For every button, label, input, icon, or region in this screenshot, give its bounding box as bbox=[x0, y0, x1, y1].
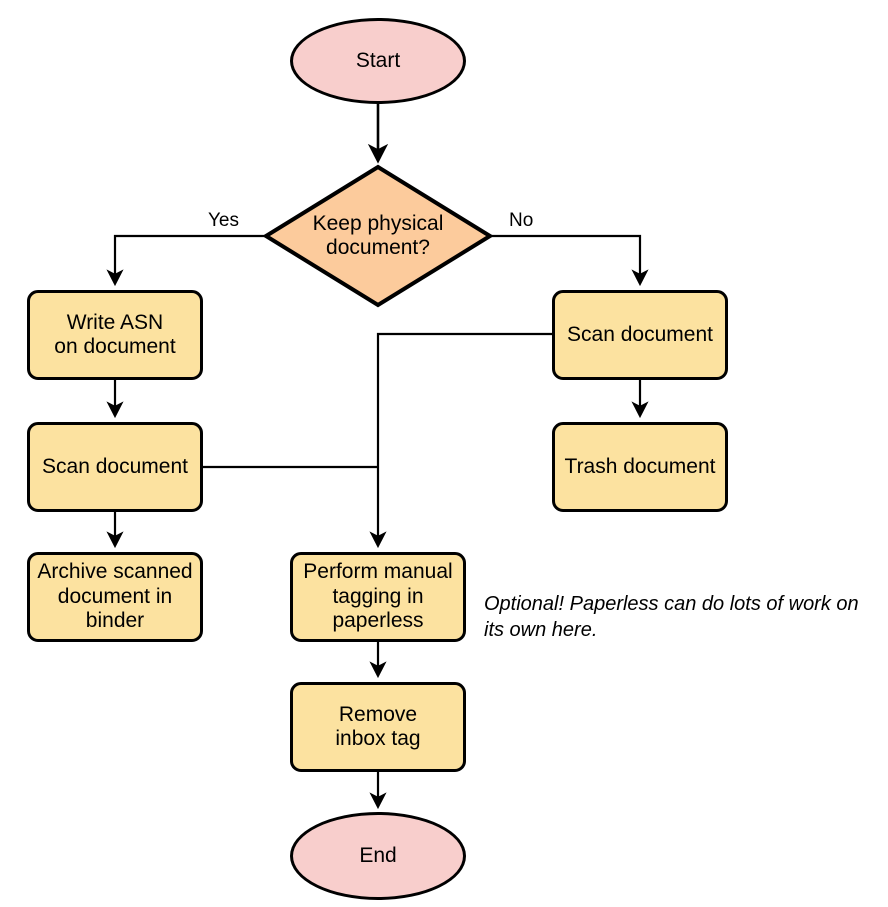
node-archive-label: Archive scanned document in binder bbox=[37, 560, 193, 633]
edge-decision-yes-to-write-asn bbox=[106, 234, 266, 287]
node-trash-document[interactable]: Trash document bbox=[552, 422, 728, 512]
node-write-asn-label: Write ASN on document bbox=[54, 310, 176, 358]
node-remove-inbox-tag-label: Remove inbox tag bbox=[335, 702, 421, 750]
edge-scan-right-to-manual-tagging bbox=[369, 332, 552, 549]
node-start-label: Start bbox=[355, 48, 401, 72]
node-scan-document-left[interactable]: Scan document bbox=[27, 422, 203, 512]
edge-label-yes: Yes bbox=[208, 210, 239, 231]
node-trash-document-label: Trash document bbox=[564, 454, 716, 478]
node-decision-label: Keep physical document? bbox=[312, 211, 444, 259]
decision-diamond-shape bbox=[262, 164, 494, 308]
node-start[interactable]: Start bbox=[290, 18, 466, 104]
node-scan-document-right-label: Scan document bbox=[567, 322, 713, 346]
node-scan-document-right[interactable]: Scan document bbox=[552, 290, 728, 380]
node-scan-document-left-label: Scan document bbox=[42, 454, 188, 478]
edge-label-no: No bbox=[509, 210, 534, 231]
annotation-optional-note: Optional! Paperless can do lots of work … bbox=[484, 593, 859, 641]
node-archive-scanned-document[interactable]: Archive scanned document in binder bbox=[27, 552, 203, 642]
node-perform-manual-tagging[interactable]: Perform manual tagging in paperless bbox=[290, 552, 466, 642]
node-manual-tagging-label: Perform manual tagging in paperless bbox=[303, 560, 453, 633]
edge-decision-no-to-scan-right bbox=[490, 234, 649, 287]
node-decision-keep-physical-document[interactable]: Keep physical document? bbox=[266, 167, 490, 305]
node-remove-inbox-tag[interactable]: Remove inbox tag bbox=[290, 682, 466, 772]
node-end-label: End bbox=[359, 843, 397, 867]
node-end[interactable]: End bbox=[290, 812, 466, 900]
node-write-asn-on-document[interactable]: Write ASN on document bbox=[27, 290, 203, 380]
